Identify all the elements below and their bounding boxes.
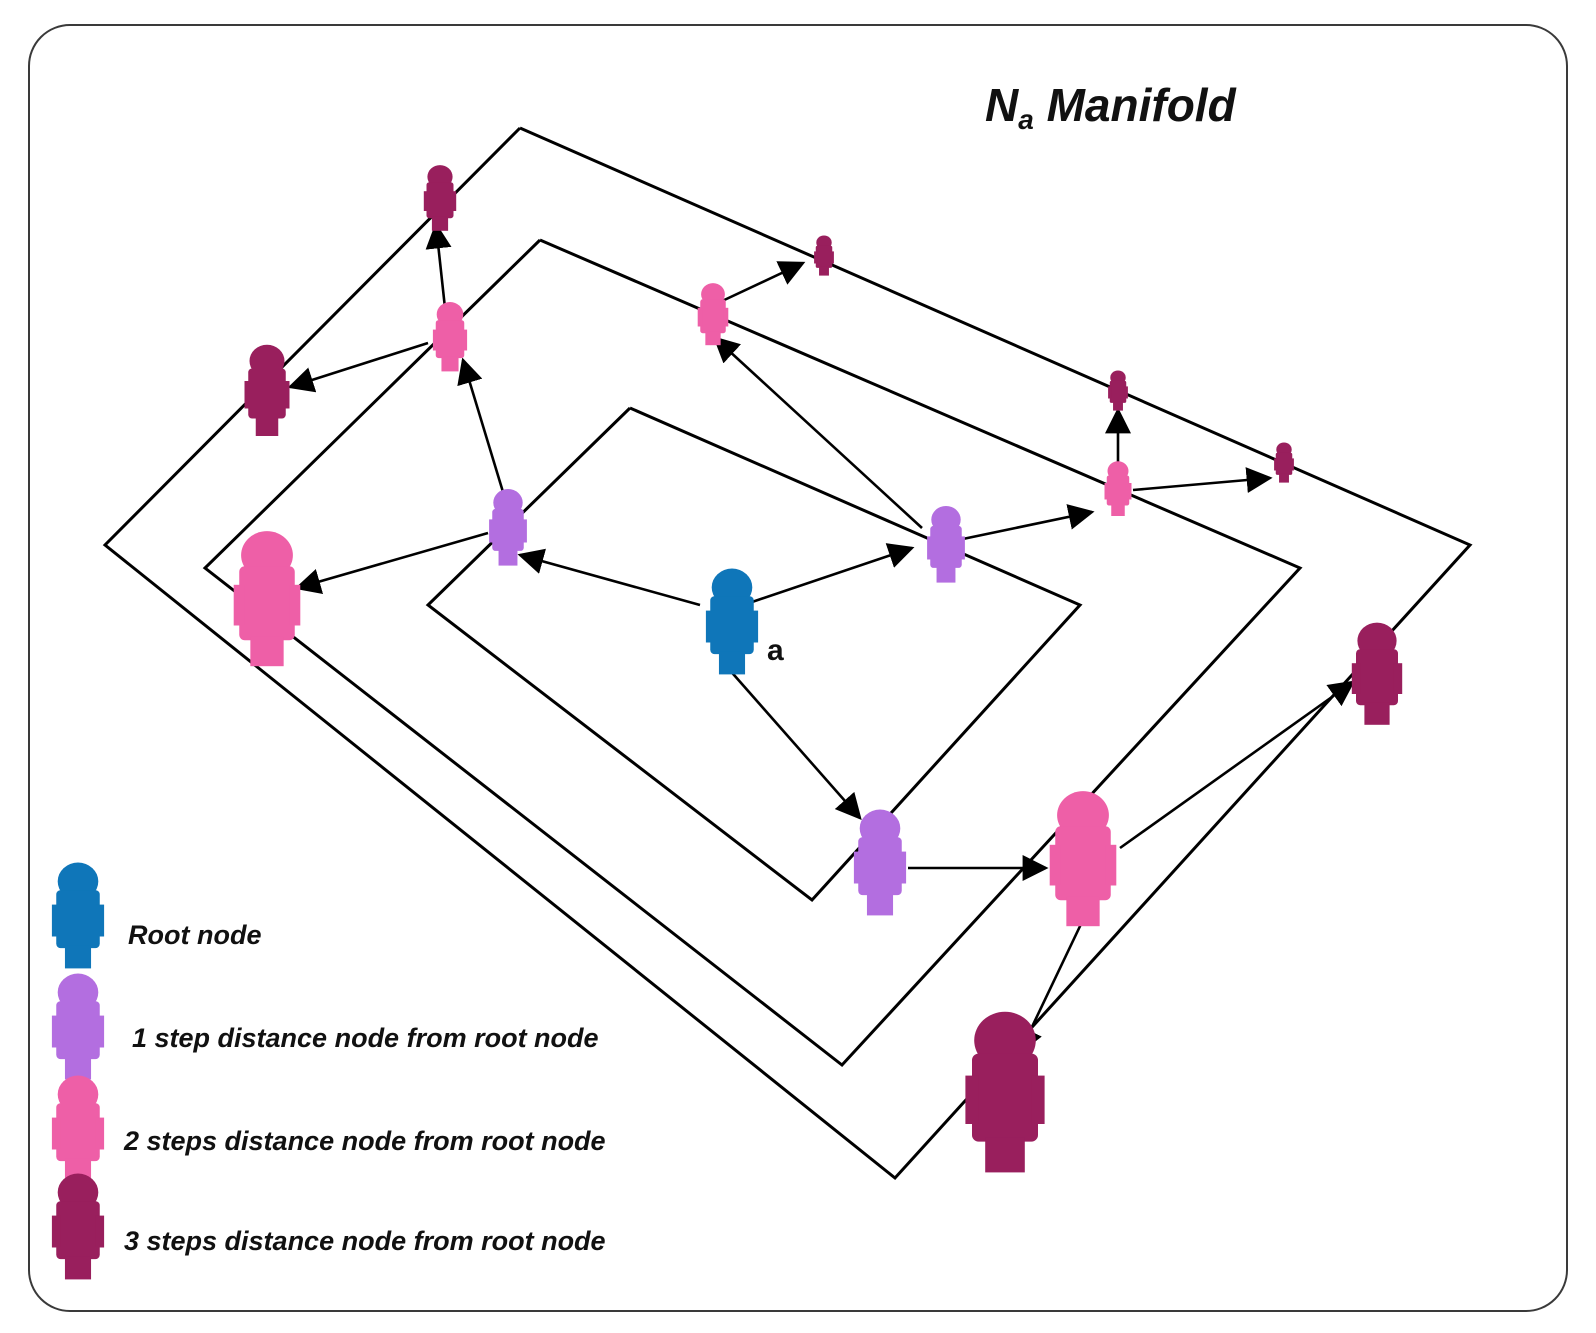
diagram-frame <box>28 24 1568 1312</box>
legend-step1-icon <box>51 973 105 1080</box>
diagram-title: Na Manifold <box>985 79 1236 135</box>
step2-node-bottom-icon <box>1049 791 1117 927</box>
step3-node-bottom-icon <box>965 1011 1045 1173</box>
legend-step2-label: 2 steps distance node from root node <box>124 1126 606 1156</box>
middle-manifold-layer <box>202 238 1303 1068</box>
step3-node-right-icon <box>1274 442 1294 483</box>
edge-a-to-1left <box>517 548 701 607</box>
step1-node-bottom-icon <box>853 809 907 916</box>
edge-2right-to-3right <box>1132 467 1273 493</box>
outer-manifold-layer <box>102 126 1473 1181</box>
legend-root-icon <box>51 862 105 969</box>
edge-1left-to-2big <box>294 531 489 595</box>
step2-node-big-left-icon <box>233 531 301 667</box>
step3-node-topmid-icon <box>814 235 834 276</box>
step2-node-right-icon <box>1104 461 1132 516</box>
edge-1right-to-2right <box>957 504 1095 542</box>
step2-node-mid-icon <box>697 283 729 346</box>
edge-2mid-to-3topmid <box>719 261 806 304</box>
step3-node-upper-icon <box>1108 370 1128 411</box>
edge-2bottom-to-3lowright <box>1119 680 1356 850</box>
step3-node-left-icon <box>244 344 290 436</box>
root-node-icon <box>705 568 759 675</box>
legend-step1-label: 1 step distance node from root node <box>132 1023 599 1053</box>
step1-node-right-icon <box>927 505 965 583</box>
edge-2top-to-3topleft <box>425 222 452 309</box>
edge-a-to-1right <box>751 543 915 604</box>
legend-step3-icon <box>51 1173 105 1280</box>
edge-1left-to-2top <box>457 357 505 493</box>
legend-step2-icon <box>51 1075 105 1182</box>
edge-2top-to-3left <box>287 341 429 393</box>
legend-step3-label: 3 steps distance node from root node <box>124 1226 606 1256</box>
edge-a-to-1bottom <box>726 666 862 820</box>
edge-1right-to-2mid <box>713 336 923 529</box>
root-node-label: a <box>767 634 784 667</box>
inner-manifold-layer <box>425 406 1083 903</box>
legend-root-label: Root node <box>128 920 262 950</box>
step3-node-lowright-icon <box>1351 622 1403 725</box>
